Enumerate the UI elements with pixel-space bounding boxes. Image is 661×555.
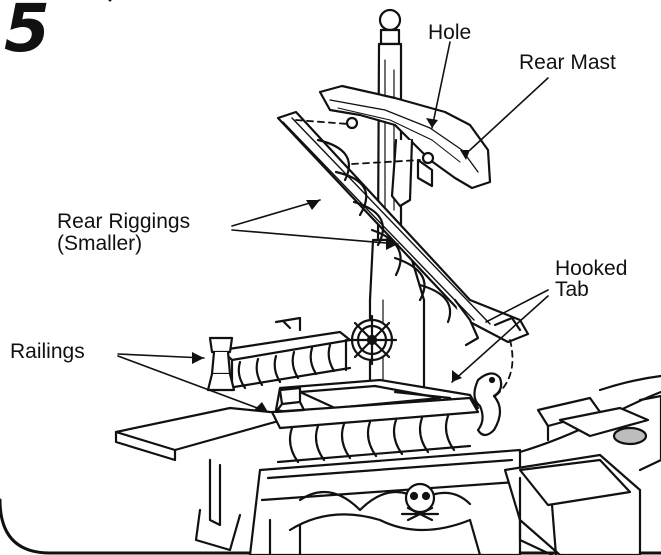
- ship-hull: [248, 448, 522, 555]
- label-tab: Tab: [555, 278, 589, 301]
- gangplank: [114, 406, 302, 552]
- ship-wheel: [346, 314, 398, 366]
- label-hole: Hole: [428, 21, 472, 44]
- label-rear-riggings: Rear Riggings: [57, 210, 191, 233]
- rear-riggings: [276, 110, 530, 347]
- label-rear-riggings-smaller: (Smaller): [57, 232, 143, 255]
- rear-mast: [318, 84, 492, 208]
- ship-right-deck: [503, 374, 661, 555]
- label-hooked: Hooked: [555, 257, 628, 280]
- arrowheads: [192, 118, 470, 412]
- front-railing: [270, 386, 480, 464]
- leader-lines: [117, 41, 549, 413]
- label-railings: Railings: [10, 340, 85, 363]
- label-rear-mast: Rear Mast: [519, 51, 616, 74]
- seahorse-ornament: [473, 372, 503, 437]
- upper-railing: [206, 316, 352, 392]
- step-number: 5: [4, 0, 50, 67]
